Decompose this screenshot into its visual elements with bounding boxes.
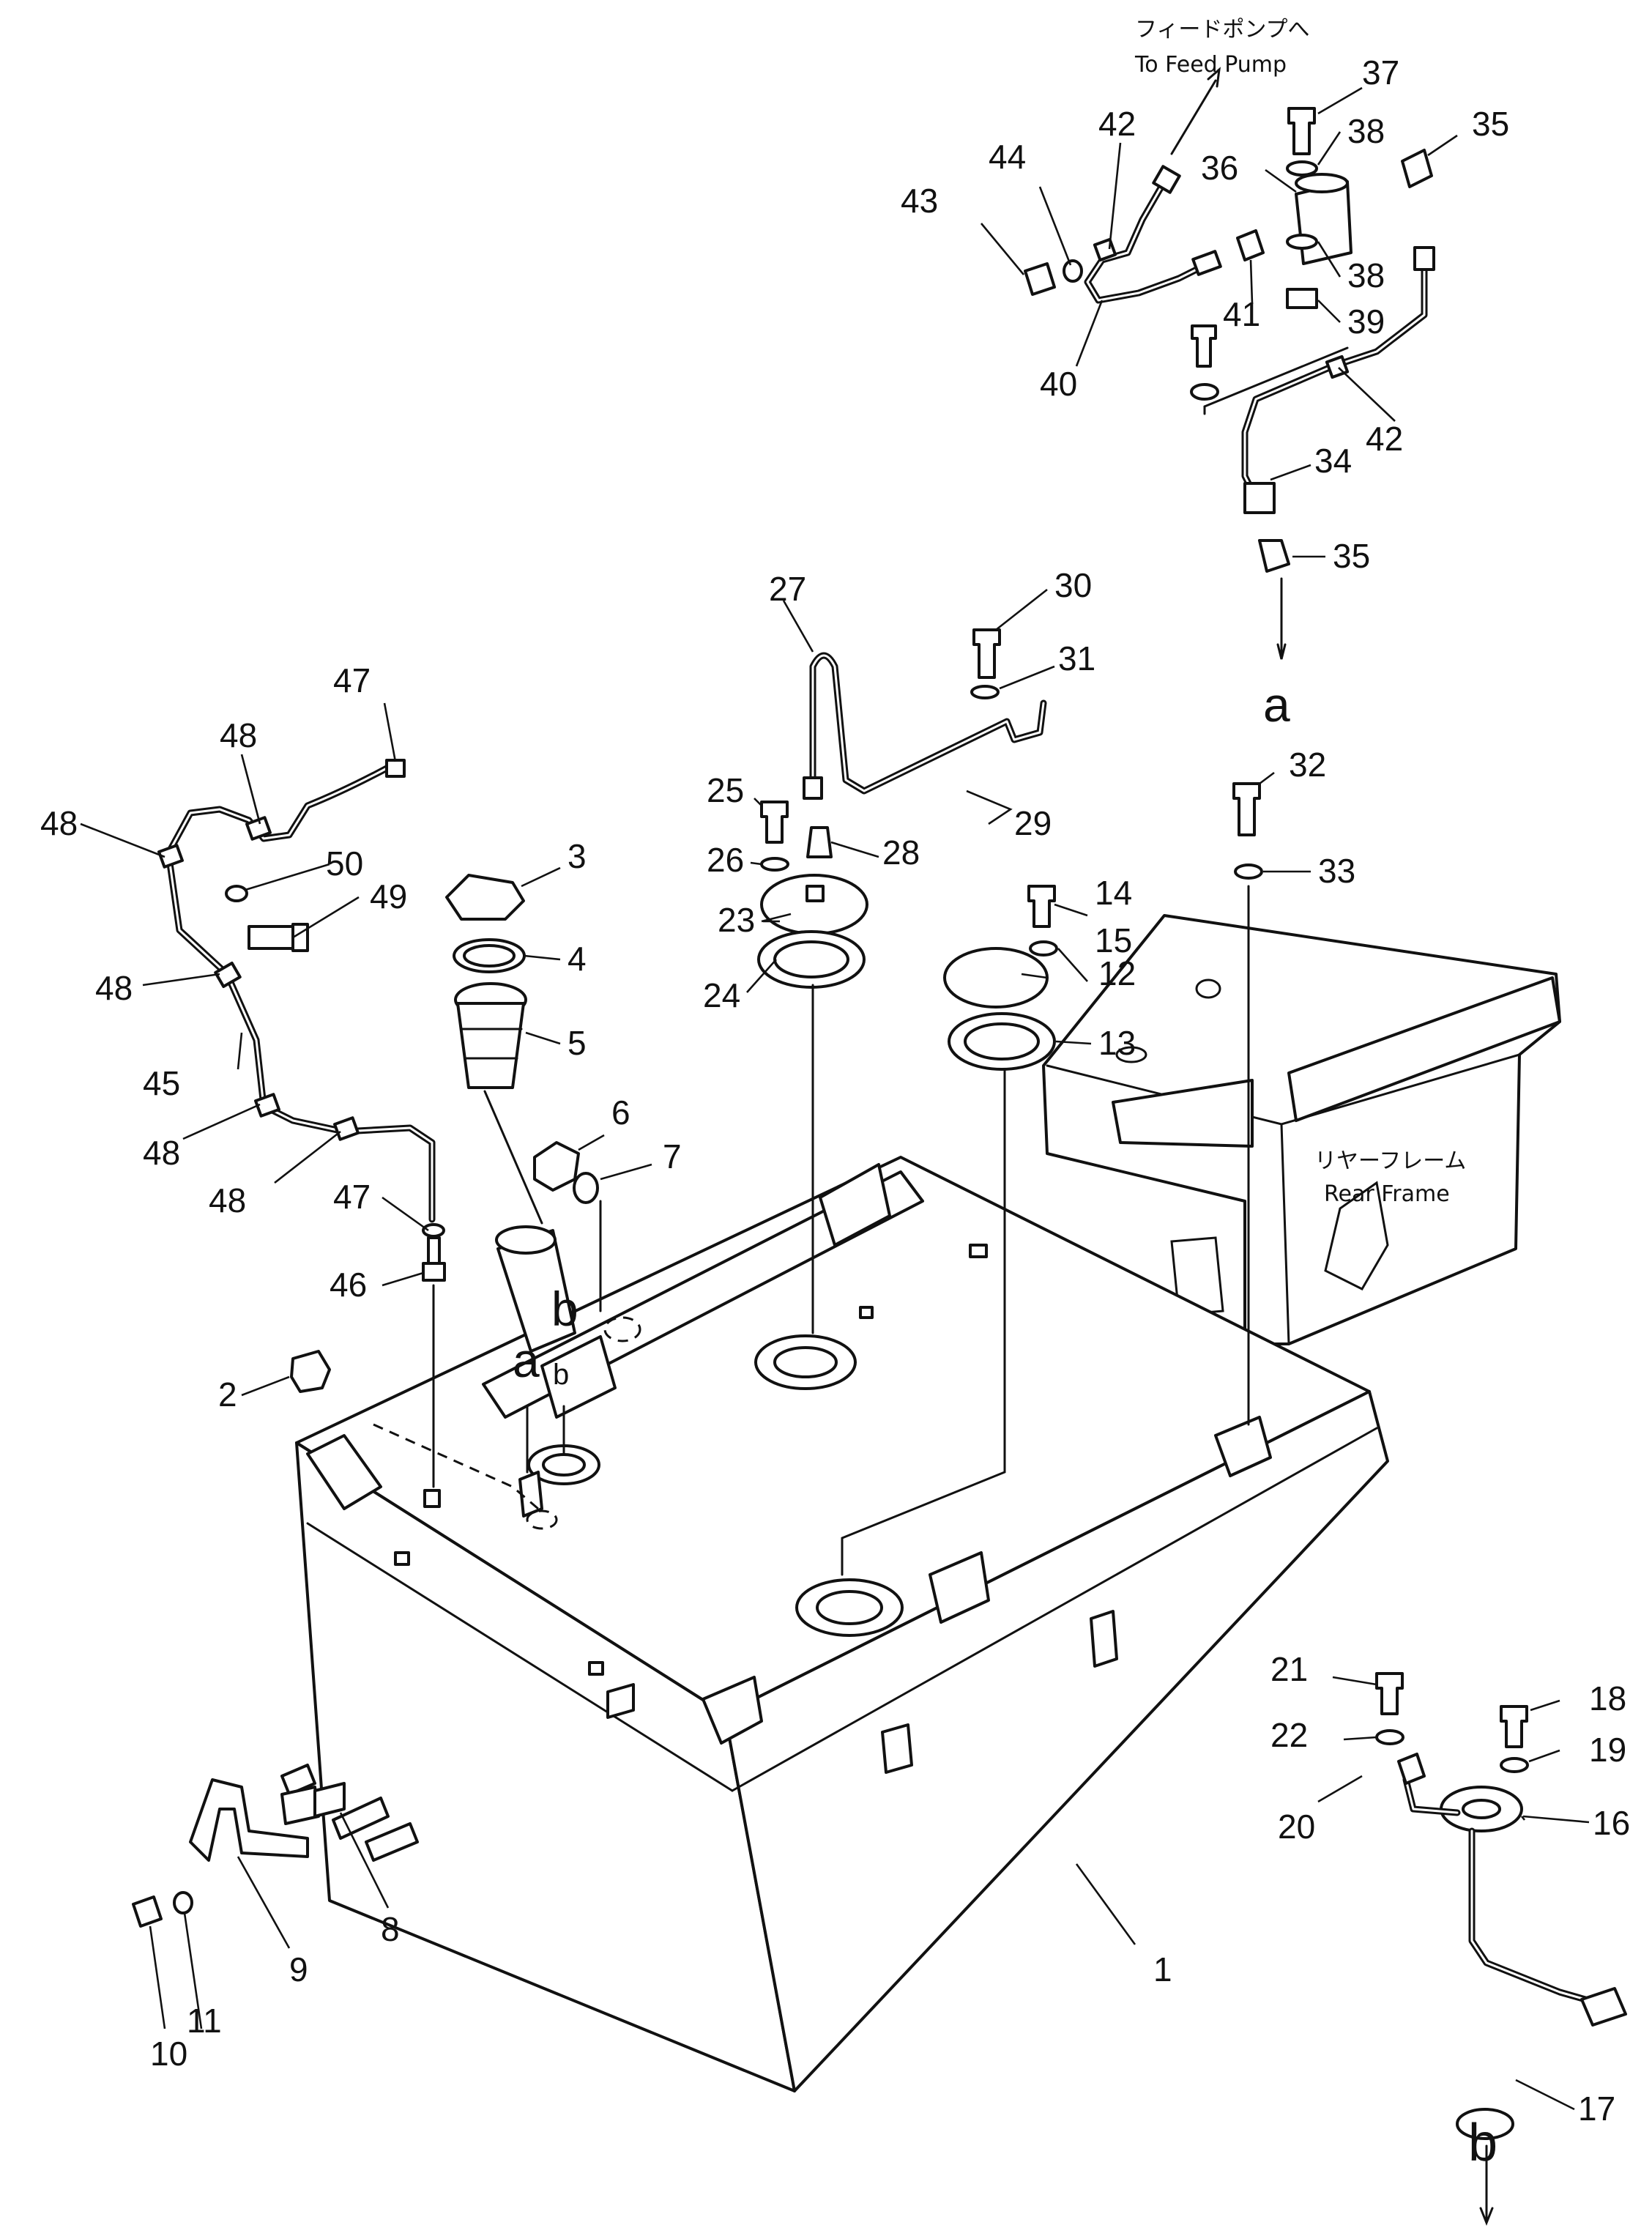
callout-28: 28	[882, 833, 920, 872]
callout-31: 31	[1058, 639, 1095, 677]
callout-27: 27	[769, 570, 806, 608]
fuel-tank	[295, 1156, 1389, 2092]
callout-24: 24	[703, 976, 740, 1014]
callout-19: 19	[1589, 1731, 1626, 1769]
hidden-fitting-a	[526, 1509, 558, 1530]
callout-48-d: 48	[143, 1134, 180, 1172]
callout-42-right: 42	[1366, 420, 1403, 458]
callout-43: 43	[901, 182, 938, 220]
callout-17: 17	[1578, 2090, 1615, 2128]
leader-lines	[80, 86, 1590, 2111]
callout-32: 32	[1289, 746, 1326, 784]
callout-41: 41	[1223, 295, 1260, 333]
callout-30: 30	[1054, 566, 1092, 604]
callout-7: 7	[663, 1137, 682, 1175]
reference-marks: a b a b b	[513, 677, 1497, 2172]
fuel-level-sender	[1375, 1672, 1627, 2140]
callout-29: 29	[1014, 804, 1052, 842]
callout-34: 34	[1314, 442, 1352, 480]
callout-23: 23	[718, 901, 755, 939]
callout-9: 9	[289, 1950, 308, 1988]
callout-48-c: 48	[95, 969, 133, 1007]
callout-25: 25	[707, 771, 744, 809]
callout-33: 33	[1318, 852, 1355, 890]
callout-10: 10	[150, 2035, 187, 2073]
callout-22: 22	[1270, 1716, 1308, 1754]
drain-parts	[132, 1764, 346, 1928]
callout-labels: 1 2 3 4 5 6 7 8 9 10 11 12 13 14 15 16 1…	[40, 53, 1630, 2128]
callout-35-bottom: 35	[1333, 537, 1370, 575]
return-pipe-assembly	[157, 759, 436, 1223]
callout-48-b: 48	[40, 804, 78, 842]
callout-6: 6	[611, 1093, 630, 1132]
callout-21: 21	[1270, 1650, 1308, 1688]
callout-20: 20	[1278, 1808, 1315, 1846]
ref-a-tank: a	[513, 1333, 540, 1387]
callout-11: 11	[187, 2002, 222, 2040]
callout-50: 50	[326, 844, 363, 883]
callout-40: 40	[1040, 365, 1077, 403]
callout-8: 8	[381, 1910, 400, 1948]
callout-13: 13	[1098, 1024, 1136, 1062]
hidden-fitting-b	[603, 1316, 641, 1342]
callout-35-top: 35	[1472, 105, 1509, 143]
note-feed-pump-jp: フィードポンプへ	[1135, 17, 1310, 42]
callout-14: 14	[1095, 874, 1132, 912]
callout-26: 26	[707, 841, 744, 879]
callout-16: 16	[1593, 1804, 1630, 1842]
center-parts	[290, 628, 1263, 1393]
callout-47-bottom: 47	[333, 1178, 371, 1216]
callout-37: 37	[1362, 53, 1399, 92]
callout-15: 15	[1095, 921, 1132, 959]
note-feed-pump-en: To Feed Pump	[1134, 52, 1287, 78]
callout-49: 49	[370, 877, 407, 915]
text-notes: フィードポンプへ To Feed Pump リヤーフレーム Rear Frame	[1134, 17, 1466, 1207]
callout-46: 46	[330, 1266, 367, 1304]
rear-frame	[1042, 914, 1561, 1345]
callout-1: 1	[1153, 1950, 1172, 1988]
note-rear-frame-en: Rear Frame	[1324, 1181, 1450, 1207]
callout-3: 3	[568, 837, 587, 875]
callout-2: 2	[218, 1375, 237, 1414]
callout-38-bottom: 38	[1347, 256, 1385, 294]
ref-a-top: a	[1263, 677, 1290, 732]
callout-42-top: 42	[1098, 105, 1136, 143]
callout-38-top: 38	[1347, 112, 1385, 150]
assembly-lines	[432, 67, 1494, 2226]
note-rear-frame-jp: リヤーフレーム	[1314, 1148, 1466, 1174]
callout-39: 39	[1347, 302, 1385, 341]
callout-45: 45	[143, 1064, 180, 1102]
feed-pump-parts	[1024, 107, 1435, 573]
ref-b-bottom: b	[1468, 2114, 1497, 2172]
ref-b-tank-small: b	[553, 1359, 569, 1391]
callout-4: 4	[568, 940, 587, 978]
callout-18: 18	[1589, 1679, 1626, 1717]
callout-12: 12	[1098, 954, 1136, 992]
callout-44: 44	[989, 138, 1026, 176]
callout-36: 36	[1201, 149, 1238, 187]
ref-b-tank: b	[551, 1282, 578, 1336]
callout-5: 5	[568, 1024, 587, 1062]
callout-47-top: 47	[333, 661, 371, 699]
callout-48-a: 48	[220, 716, 257, 754]
callout-48-e: 48	[209, 1181, 246, 1219]
